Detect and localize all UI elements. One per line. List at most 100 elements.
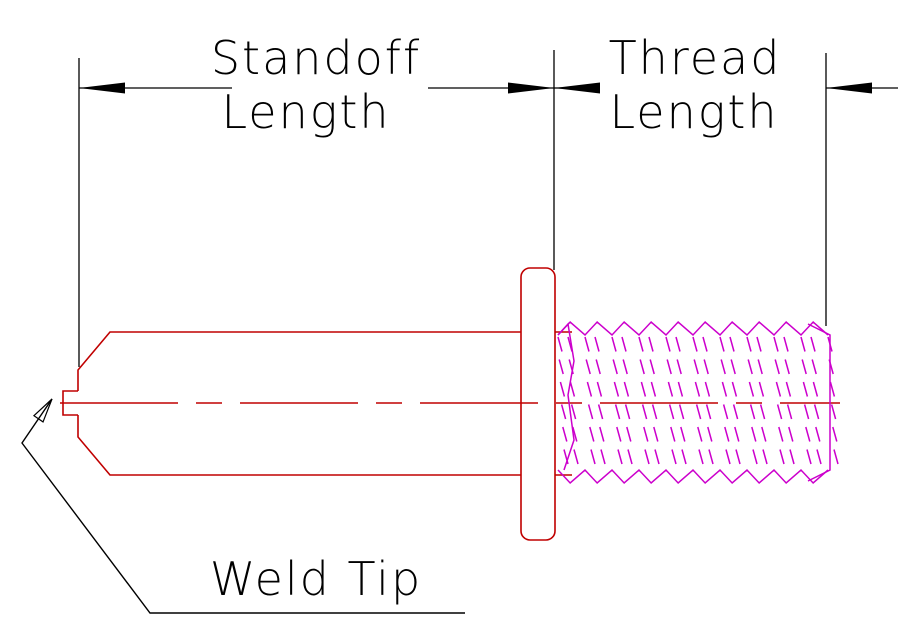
thread-flank-line (638, 336, 644, 352)
thread-flank-line (708, 449, 714, 465)
thread-flank-line (735, 449, 741, 465)
thread-flank-line (816, 449, 822, 465)
thread-flank-line (614, 404, 621, 420)
thread-flank-line (800, 336, 806, 352)
thread-flank-line (815, 426, 821, 442)
thread-flank-line (813, 404, 820, 420)
thread-flank-line (623, 381, 630, 397)
thread-flank-line (599, 426, 605, 442)
standoff-length-label-line1: Standoff (211, 31, 421, 85)
thread-flank-line (803, 404, 810, 420)
thread-flank-line (757, 359, 763, 375)
thread-flank-line (639, 359, 645, 375)
thread-flank-line (587, 404, 594, 420)
thread-flank-line (761, 426, 767, 442)
thread-flank-line (724, 426, 730, 442)
thread-flank-line (786, 404, 793, 420)
thread-flank-line (600, 449, 606, 465)
thread-flank-line (644, 449, 650, 465)
thread-flank-line (668, 404, 675, 420)
thread-flank-line (779, 449, 785, 465)
thread-crest-top (557, 320, 829, 337)
thread-flank-line (671, 449, 677, 465)
thread-flank-line (675, 336, 681, 352)
leader-polyline (21, 398, 465, 614)
thread-flank-line (784, 359, 790, 375)
thread-flank-line (570, 404, 577, 420)
shank-upper-profile (77, 331, 521, 391)
thread-flank-line (648, 336, 654, 352)
thread-flank-line (746, 336, 752, 352)
thread-flank-line (756, 336, 762, 352)
thread-flank-line (595, 359, 601, 375)
thread-flank-line (801, 359, 807, 375)
thread-flank-line (774, 359, 780, 375)
thread-flank-line (758, 381, 765, 397)
thread-flank-line (729, 336, 735, 352)
thread-flank-line (670, 426, 676, 442)
thread-flank-line (643, 426, 649, 442)
thread-flank-line (622, 359, 628, 375)
thread-flank-line (627, 449, 633, 465)
thread-flank-line (833, 449, 839, 465)
thread-flank-line (730, 359, 736, 375)
thread-flank-line (703, 359, 709, 375)
thread-flank-line (752, 449, 758, 465)
thread-crest-bottom (557, 468, 829, 485)
thread-flank-line (749, 404, 756, 420)
thread-flank-line (789, 449, 795, 465)
thread-flank-line (589, 426, 595, 442)
thread-flank-line (681, 449, 687, 465)
thread-flank-line (812, 381, 819, 397)
weld-tip-label: Weld Tip (210, 552, 422, 606)
thread-flank-line (590, 449, 596, 465)
thread-runout-left (557, 322, 575, 471)
standoff-length-label-line2: Length (221, 85, 390, 139)
thread-flank-line (653, 426, 659, 442)
thread-flank-line (721, 381, 728, 397)
thread-flank-line (731, 381, 738, 397)
thread-flank-line (562, 426, 568, 442)
thread-flank-line (778, 426, 784, 442)
thread-flank-line (654, 449, 660, 465)
thread-flank-line (665, 336, 671, 352)
thread-flank-line (773, 336, 779, 352)
thread-flank-line (704, 381, 711, 397)
weld-tip-leader (21, 398, 465, 614)
thread-flank-line (832, 426, 838, 442)
thread-flank-line (616, 426, 622, 442)
thread-flank-line (707, 426, 713, 442)
thread-flank-line (596, 381, 603, 397)
thread-flank-line (641, 404, 648, 420)
thread-flank-line (626, 426, 632, 442)
thread-flank-line (697, 426, 703, 442)
thread-flank-line (759, 404, 766, 420)
thread-flank-line (585, 359, 591, 375)
thread-flank-line (693, 359, 699, 375)
thread-flank-line (557, 336, 563, 352)
thread-flank-line (734, 426, 740, 442)
thread-flank-line (785, 381, 792, 397)
thread-flank-line (594, 336, 600, 352)
thread-flank-line (584, 336, 590, 352)
thread-flank-line (640, 381, 647, 397)
thread-flank-line (572, 426, 578, 442)
thread-flank-line (705, 404, 712, 420)
thread-flank-line (783, 336, 789, 352)
thread-flank-line (680, 426, 686, 442)
thread-flank-line (617, 449, 623, 465)
thread-flank-line (751, 426, 757, 442)
thread-length-label-line2: Length (609, 85, 778, 139)
thread-flank-line (597, 404, 604, 420)
thread-flank-line (611, 336, 617, 352)
thread-flank-line (805, 426, 811, 442)
thread-flank-line (698, 449, 704, 465)
thread-flank-line (613, 381, 620, 397)
thread-flank-line (811, 359, 817, 375)
thread-flank-line (677, 381, 684, 397)
thread-flank-line (651, 404, 658, 420)
thread-flank-line (810, 336, 816, 352)
thread-flank-line (806, 449, 812, 465)
